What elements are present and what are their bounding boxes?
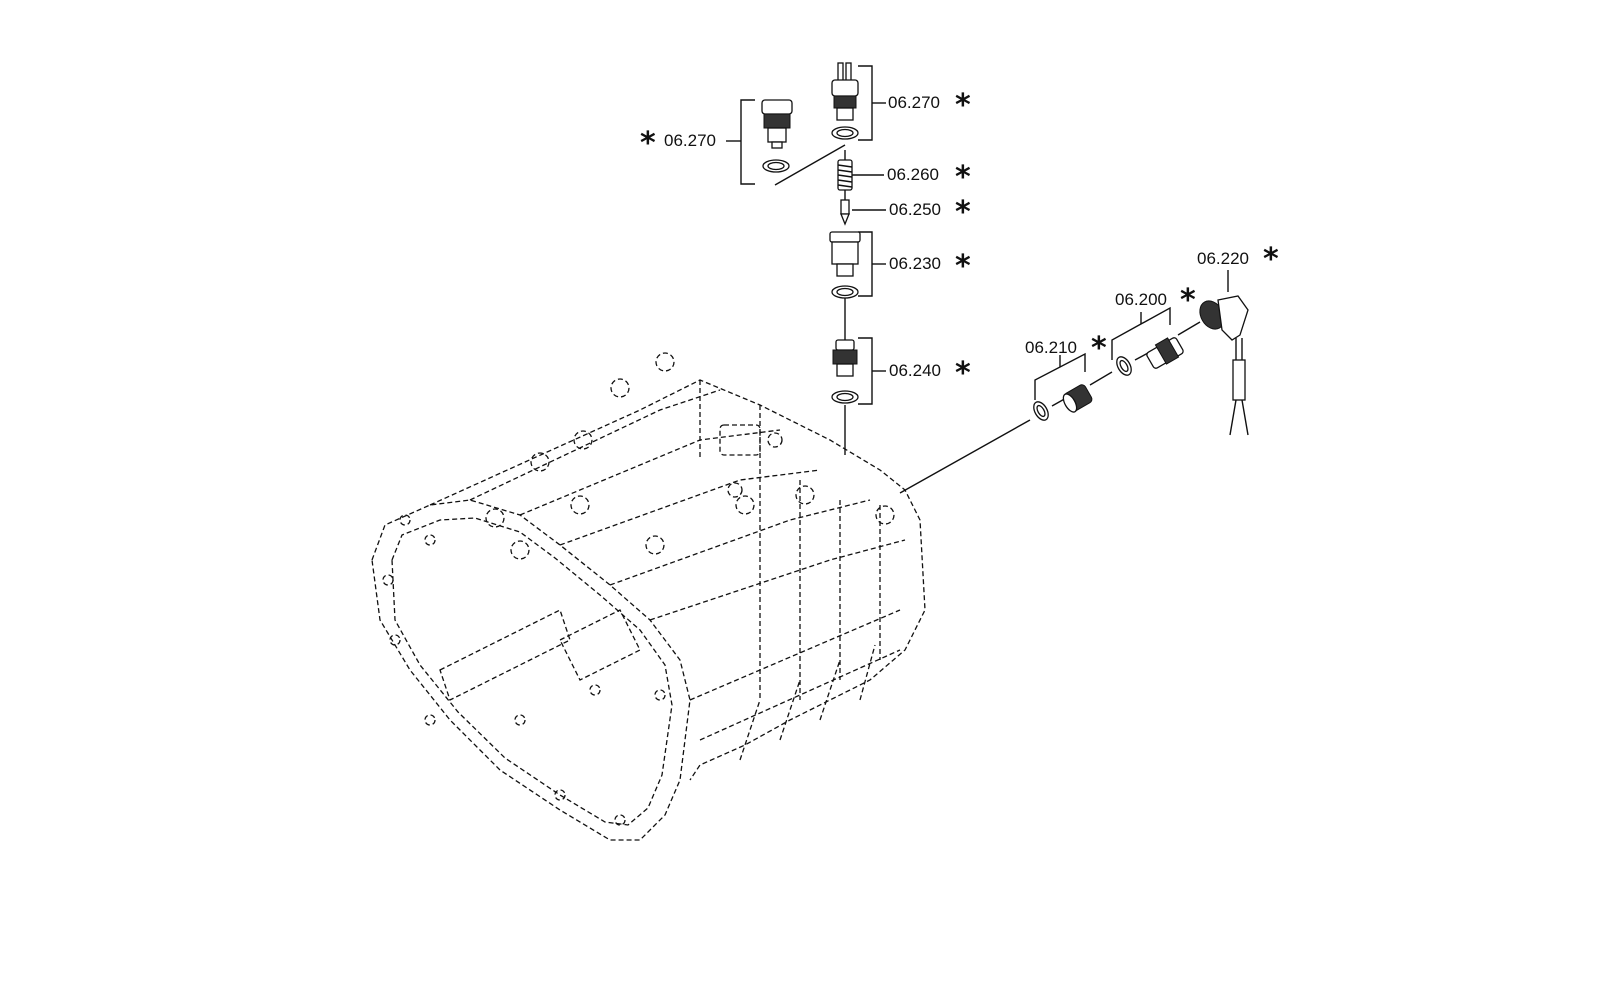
callout-label: 06.270 <box>888 93 940 112</box>
asterisk-marker: * <box>640 126 656 161</box>
asterisk-marker: * <box>1180 283 1196 318</box>
asterisk-marker: * <box>955 249 971 284</box>
callout-label: 06.240 <box>889 361 941 380</box>
callout-06230: 06.230 <box>889 254 941 274</box>
callout-label: 06.200 <box>1115 290 1167 309</box>
callout-label: 06.250 <box>889 200 941 219</box>
asterisk-marker: * <box>955 160 971 195</box>
callout-06220: 06.220 <box>1197 249 1249 269</box>
assembly-leader-lines <box>774 144 1201 494</box>
callout-06240: 06.240 <box>889 361 941 381</box>
callout-06200: 06.200 <box>1115 290 1167 310</box>
asterisk-marker: * <box>955 195 971 230</box>
asterisk-marker: * <box>1091 331 1107 366</box>
part-sensor-06270-left <box>761 99 793 173</box>
callout-06270-right: 06.270 <box>888 93 940 113</box>
part-sensor-06200 <box>1146 337 1184 369</box>
part-spring-06260 <box>837 159 853 191</box>
part-plug-06210 <box>1062 384 1093 413</box>
callout-06250: 06.250 <box>889 200 941 220</box>
callout-label: 06.270 <box>664 131 716 150</box>
asterisk-marker: * <box>955 88 971 123</box>
part-sensor-06270-right <box>831 62 859 140</box>
part-adapter-06230 <box>829 231 861 299</box>
callout-06210: 06.210 <box>1025 338 1077 358</box>
callout-06270-left: 06.270 <box>664 131 716 151</box>
gearbox-housing <box>371 352 926 841</box>
asterisk-marker: * <box>955 356 971 391</box>
part-washer-06200 <box>1116 356 1132 376</box>
callout-label: 06.210 <box>1025 338 1077 357</box>
part-plug-06240 <box>831 339 859 404</box>
asterisk-marker: * <box>1263 242 1279 277</box>
callout-label: 06.260 <box>887 165 939 184</box>
part-connector-06220 <box>1199 295 1249 436</box>
part-washer-06210 <box>1033 401 1049 421</box>
callout-brackets <box>726 65 1229 405</box>
callout-label: 06.220 <box>1197 249 1249 268</box>
part-pin-06250 <box>840 199 850 226</box>
callout-label: 06.230 <box>889 254 941 273</box>
callout-06260: 06.260 <box>887 165 939 185</box>
